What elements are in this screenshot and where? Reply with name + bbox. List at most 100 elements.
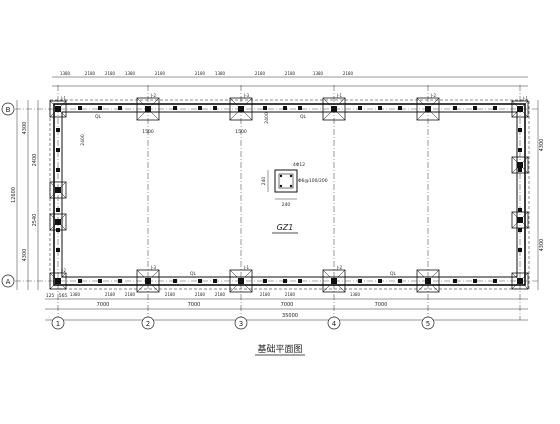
footing-tag: J-1 — [60, 96, 66, 101]
top-dim-label: 1380 — [215, 71, 226, 76]
inner-dim-2: 1500 — [235, 129, 247, 135]
left-dimension-chain — [16, 100, 39, 290]
footing-tag: J-1 — [336, 93, 342, 98]
wall-tie — [473, 279, 477, 283]
wall-tie — [56, 168, 60, 172]
wall-tag-4: QL — [390, 271, 397, 277]
left-seg-3: 2540 — [32, 214, 38, 227]
wall-tie — [98, 279, 102, 283]
top-dim-label: 1380 — [313, 71, 324, 76]
wall-tie — [213, 279, 217, 283]
top-dim-label: 2180 — [195, 71, 206, 76]
bottom-dim-label: 2180 — [260, 292, 271, 297]
footing — [49, 213, 67, 231]
footing-tag: J-2 — [430, 93, 436, 98]
footing — [511, 156, 529, 174]
wall-tie — [56, 148, 60, 152]
footing: J-1 — [229, 265, 253, 293]
footing — [416, 269, 440, 293]
bottom-dim-label: 1380 — [350, 292, 361, 297]
wall-tie — [298, 279, 302, 283]
column-stirrup: Φ6@100/200 — [298, 178, 328, 184]
column-height: 240 — [261, 177, 267, 186]
bay-dim-3: 7000 — [281, 302, 294, 308]
wall-tie — [518, 208, 522, 212]
wall-tie — [56, 228, 60, 232]
wall-tie — [283, 106, 287, 110]
top-dim-label: 2180 — [255, 71, 266, 76]
wall-tie — [118, 106, 122, 110]
footing-tag: J-2 — [336, 265, 342, 270]
left-seg-4: 4300 — [22, 249, 28, 262]
wall-tie — [98, 106, 102, 110]
end-left-dim: 565 — [59, 293, 68, 299]
svg-text:B: B — [6, 106, 11, 114]
wall-tie — [518, 228, 522, 232]
wall-tie — [518, 168, 522, 172]
top-dim-label: 2180 — [85, 71, 96, 76]
footing-tag: J-1 — [243, 265, 249, 270]
top-dim-label: 2180 — [285, 71, 296, 76]
column-label: GZ1 — [277, 223, 294, 232]
wall-tie — [518, 248, 522, 252]
wall-tag-2: QL — [300, 114, 307, 120]
svg-text:1: 1 — [56, 320, 60, 328]
grid-bubble-3: 3 — [234, 316, 248, 330]
bottom-dimension-chain — [45, 298, 528, 321]
footing: J-1 — [322, 93, 346, 121]
wall-tag-1: QL — [95, 114, 102, 120]
wall-outline — [49, 99, 530, 290]
footing: J-3 — [229, 93, 253, 121]
footing-tag: J-2 — [60, 268, 66, 273]
top-dim-label: 2180 — [105, 71, 116, 76]
wall-tie — [493, 106, 497, 110]
left-seg-1: 4300 — [22, 122, 28, 135]
wall-tie — [56, 128, 60, 132]
span-total-dim: 12600 — [11, 187, 17, 203]
grid-bubble-4: 4 — [327, 316, 341, 330]
footing — [511, 272, 529, 290]
footing: J-2 — [416, 93, 440, 121]
drawing-caption: 基础平面图 — [257, 343, 302, 355]
bottom-dim-label: 2180 — [285, 292, 296, 297]
right-seg-2: 4300 — [539, 239, 545, 252]
wall-tie — [213, 106, 217, 110]
svg-text:A: A — [6, 278, 11, 286]
footing: J-2 — [322, 265, 346, 293]
wall-tie — [358, 279, 362, 283]
bay-dim-2: 7000 — [188, 302, 201, 308]
wall-tie — [398, 106, 402, 110]
bottom-dim-label: 2180 — [215, 292, 226, 297]
bottom-dim-label: 2180 — [195, 292, 206, 297]
wall-tie — [298, 106, 302, 110]
footing-tag: J-3 — [150, 265, 156, 270]
wall-tie — [56, 208, 60, 212]
wall-tag-3: QL — [190, 271, 197, 277]
wall-tie — [78, 106, 82, 110]
wall-tie — [56, 248, 60, 252]
top-dim-label: 2180 — [155, 71, 166, 76]
wall-tie — [453, 106, 457, 110]
grid-bubble-2: 2 — [141, 316, 155, 330]
right-seg-1: 4300 — [539, 139, 545, 152]
footing-tag: J-2 — [150, 93, 156, 98]
wall-tie — [118, 279, 122, 283]
wall-tie — [398, 279, 402, 283]
wall-tie — [78, 279, 82, 283]
top-dimension-chain — [52, 76, 528, 87]
wall-tie — [283, 279, 287, 283]
wall-tie — [378, 106, 382, 110]
footing: J-2 — [136, 93, 160, 121]
wall-tie — [358, 106, 362, 110]
footing-tag: J-1 — [522, 96, 528, 101]
footing-tag: J-3 — [243, 93, 249, 98]
wall-tie — [473, 106, 477, 110]
wall-tie — [263, 106, 267, 110]
footing: J-2 — [49, 268, 66, 290]
wall-tie — [518, 148, 522, 152]
wall-tie — [198, 279, 202, 283]
footing: J-1 — [511, 96, 528, 118]
